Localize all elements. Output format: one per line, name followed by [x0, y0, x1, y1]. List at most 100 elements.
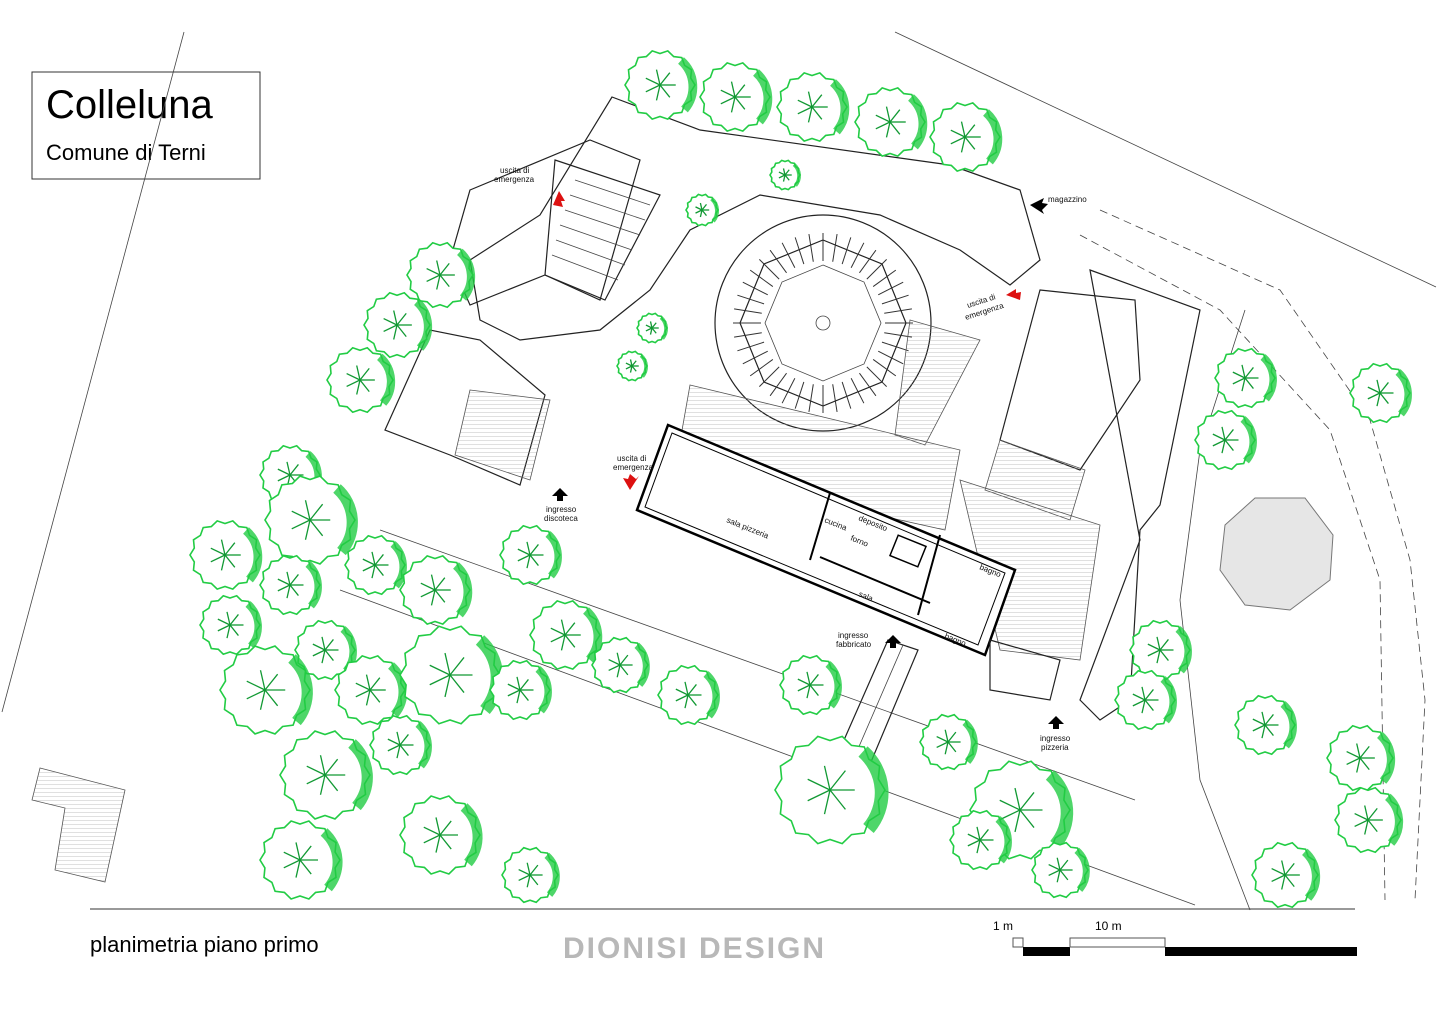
step	[749, 269, 774, 287]
tree-icon	[399, 795, 483, 875]
step	[742, 281, 768, 296]
tree-icon	[499, 524, 562, 586]
label-ingresso-discoteca-b: discoteca	[544, 514, 578, 523]
tree-icon	[949, 809, 1012, 871]
tree-icon	[769, 159, 801, 191]
step	[737, 341, 765, 352]
tree-icon	[1334, 786, 1404, 854]
arrow-icon	[1030, 198, 1048, 214]
step	[866, 259, 887, 280]
tree-icon	[219, 645, 313, 735]
dionisi-design-logo: DIONISI DESIGN	[563, 932, 826, 965]
tree-icon	[929, 101, 1003, 173]
tree-icon	[399, 625, 504, 725]
label-magazzino: magazzino	[1048, 195, 1087, 204]
step	[866, 366, 887, 387]
tree-icon	[406, 241, 476, 309]
step	[884, 308, 912, 314]
tree-icon	[1214, 347, 1277, 409]
label-uscita-3a: uscita di	[617, 454, 647, 463]
plan-caption: planimetria piano primo	[90, 932, 319, 957]
tree-icon	[489, 659, 552, 721]
step	[841, 381, 852, 409]
tree-icon	[279, 730, 373, 820]
tree-icon	[264, 475, 358, 565]
tree-icon	[685, 193, 719, 227]
tree-icon	[1129, 619, 1192, 681]
emergency-arrow-icon	[1006, 289, 1021, 300]
tree-icon	[774, 735, 889, 845]
tree-icon	[326, 346, 396, 414]
step	[884, 332, 912, 338]
step	[808, 234, 814, 262]
step	[781, 242, 796, 268]
step	[881, 294, 909, 305]
step	[759, 366, 780, 387]
building-outline	[31, 96, 1334, 883]
project-subtitle: Comune di Terni	[46, 140, 206, 165]
tree-icon	[1251, 841, 1321, 909]
step	[734, 332, 762, 338]
step	[841, 237, 852, 265]
step	[872, 359, 897, 377]
arrow-icon	[1048, 716, 1064, 729]
step	[742, 350, 768, 365]
step	[794, 381, 805, 409]
tree-icon	[919, 713, 978, 771]
step	[781, 378, 796, 404]
rotunda	[714, 214, 932, 432]
tree-icon	[779, 654, 842, 716]
step	[759, 259, 780, 280]
emergency-arrows	[553, 191, 1021, 490]
label-uscita-1a: uscita di	[500, 166, 530, 175]
tree-icon	[259, 820, 343, 900]
tree-icon	[616, 350, 648, 382]
step	[808, 384, 814, 412]
step	[878, 350, 904, 365]
step	[850, 242, 865, 268]
tree-icon	[699, 61, 773, 133]
tree-icon	[776, 71, 850, 143]
emergency-arrow-icon	[553, 191, 565, 207]
pizzeria-building	[635, 423, 1017, 657]
step	[749, 359, 774, 377]
tree-icon	[399, 554, 473, 626]
label-ingresso-pizzeria-a: ingresso	[1040, 734, 1071, 743]
scale-bar: 1 m 10 m	[993, 919, 1357, 956]
arrow-icon	[885, 635, 901, 648]
tree-icon	[363, 291, 433, 359]
scale-label-10m: 10 m	[1095, 919, 1122, 933]
project-title: Colleluna	[46, 83, 214, 127]
entry-arrows	[552, 198, 1064, 729]
tree-icon	[1234, 694, 1297, 756]
step	[794, 237, 805, 265]
tree-icon	[334, 654, 408, 726]
arrow-icon	[552, 488, 568, 501]
step	[737, 294, 765, 305]
step	[832, 384, 838, 412]
label-ingresso-fabbricato-b: fabbricato	[836, 640, 872, 649]
scale-label-1m: 1 m	[993, 919, 1013, 933]
step	[878, 281, 904, 296]
tree-icon	[636, 312, 668, 344]
label-ingresso-fabbricato-a: ingresso	[838, 631, 869, 640]
step	[859, 249, 877, 274]
tree-icon	[529, 599, 603, 671]
step	[734, 308, 762, 314]
step	[832, 234, 838, 262]
step	[850, 378, 865, 404]
tree-icon	[189, 519, 263, 591]
tree-icon	[1194, 409, 1257, 471]
tree-icon	[259, 554, 322, 616]
step	[859, 372, 877, 397]
tree-icon	[501, 846, 560, 904]
tree-icon	[1114, 669, 1177, 731]
step	[769, 249, 787, 274]
tree-icon	[344, 534, 407, 596]
trees	[189, 49, 1412, 909]
tree-icon	[854, 86, 928, 158]
tree-icon	[1031, 841, 1090, 899]
tree-icon	[369, 714, 432, 776]
stairs-north	[551, 179, 651, 281]
